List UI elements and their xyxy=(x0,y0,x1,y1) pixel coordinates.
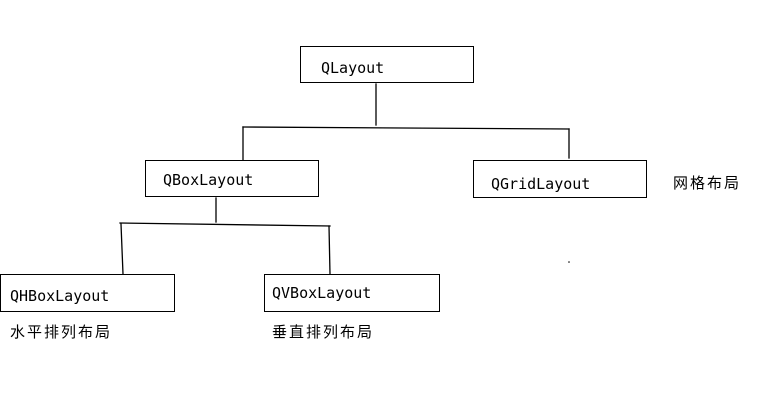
node-qlayout-label: QLayout xyxy=(321,59,385,77)
node-qboxlayout-label: QBoxLayout xyxy=(163,171,254,189)
node-qhboxlayout-label: QHBoxLayout xyxy=(10,287,110,305)
connector-top-bar xyxy=(242,126,570,130)
note-hbox-layout: 水平排列布局 xyxy=(10,323,113,341)
node-qgridlayout: QGridLayout xyxy=(473,160,647,198)
node-qhboxlayout: QHBoxLayout xyxy=(0,274,175,312)
connector-bottom-bar xyxy=(119,222,331,227)
stray-dot xyxy=(568,261,570,263)
node-qvboxlayout-label: QVBoxLayout xyxy=(272,284,372,302)
note-vbox-layout: 垂直排列布局 xyxy=(272,323,375,341)
connector-to-qhboxlayout xyxy=(120,223,124,275)
node-qboxlayout: QBoxLayout xyxy=(145,160,319,197)
node-qlayout: QLayout xyxy=(300,46,474,83)
node-qvboxlayout: QVBoxLayout xyxy=(264,274,440,312)
node-qgridlayout-label: QGridLayout xyxy=(491,175,591,193)
note-grid-layout: 网格布局 xyxy=(673,174,742,192)
connector-to-qvboxlayout xyxy=(328,225,331,275)
